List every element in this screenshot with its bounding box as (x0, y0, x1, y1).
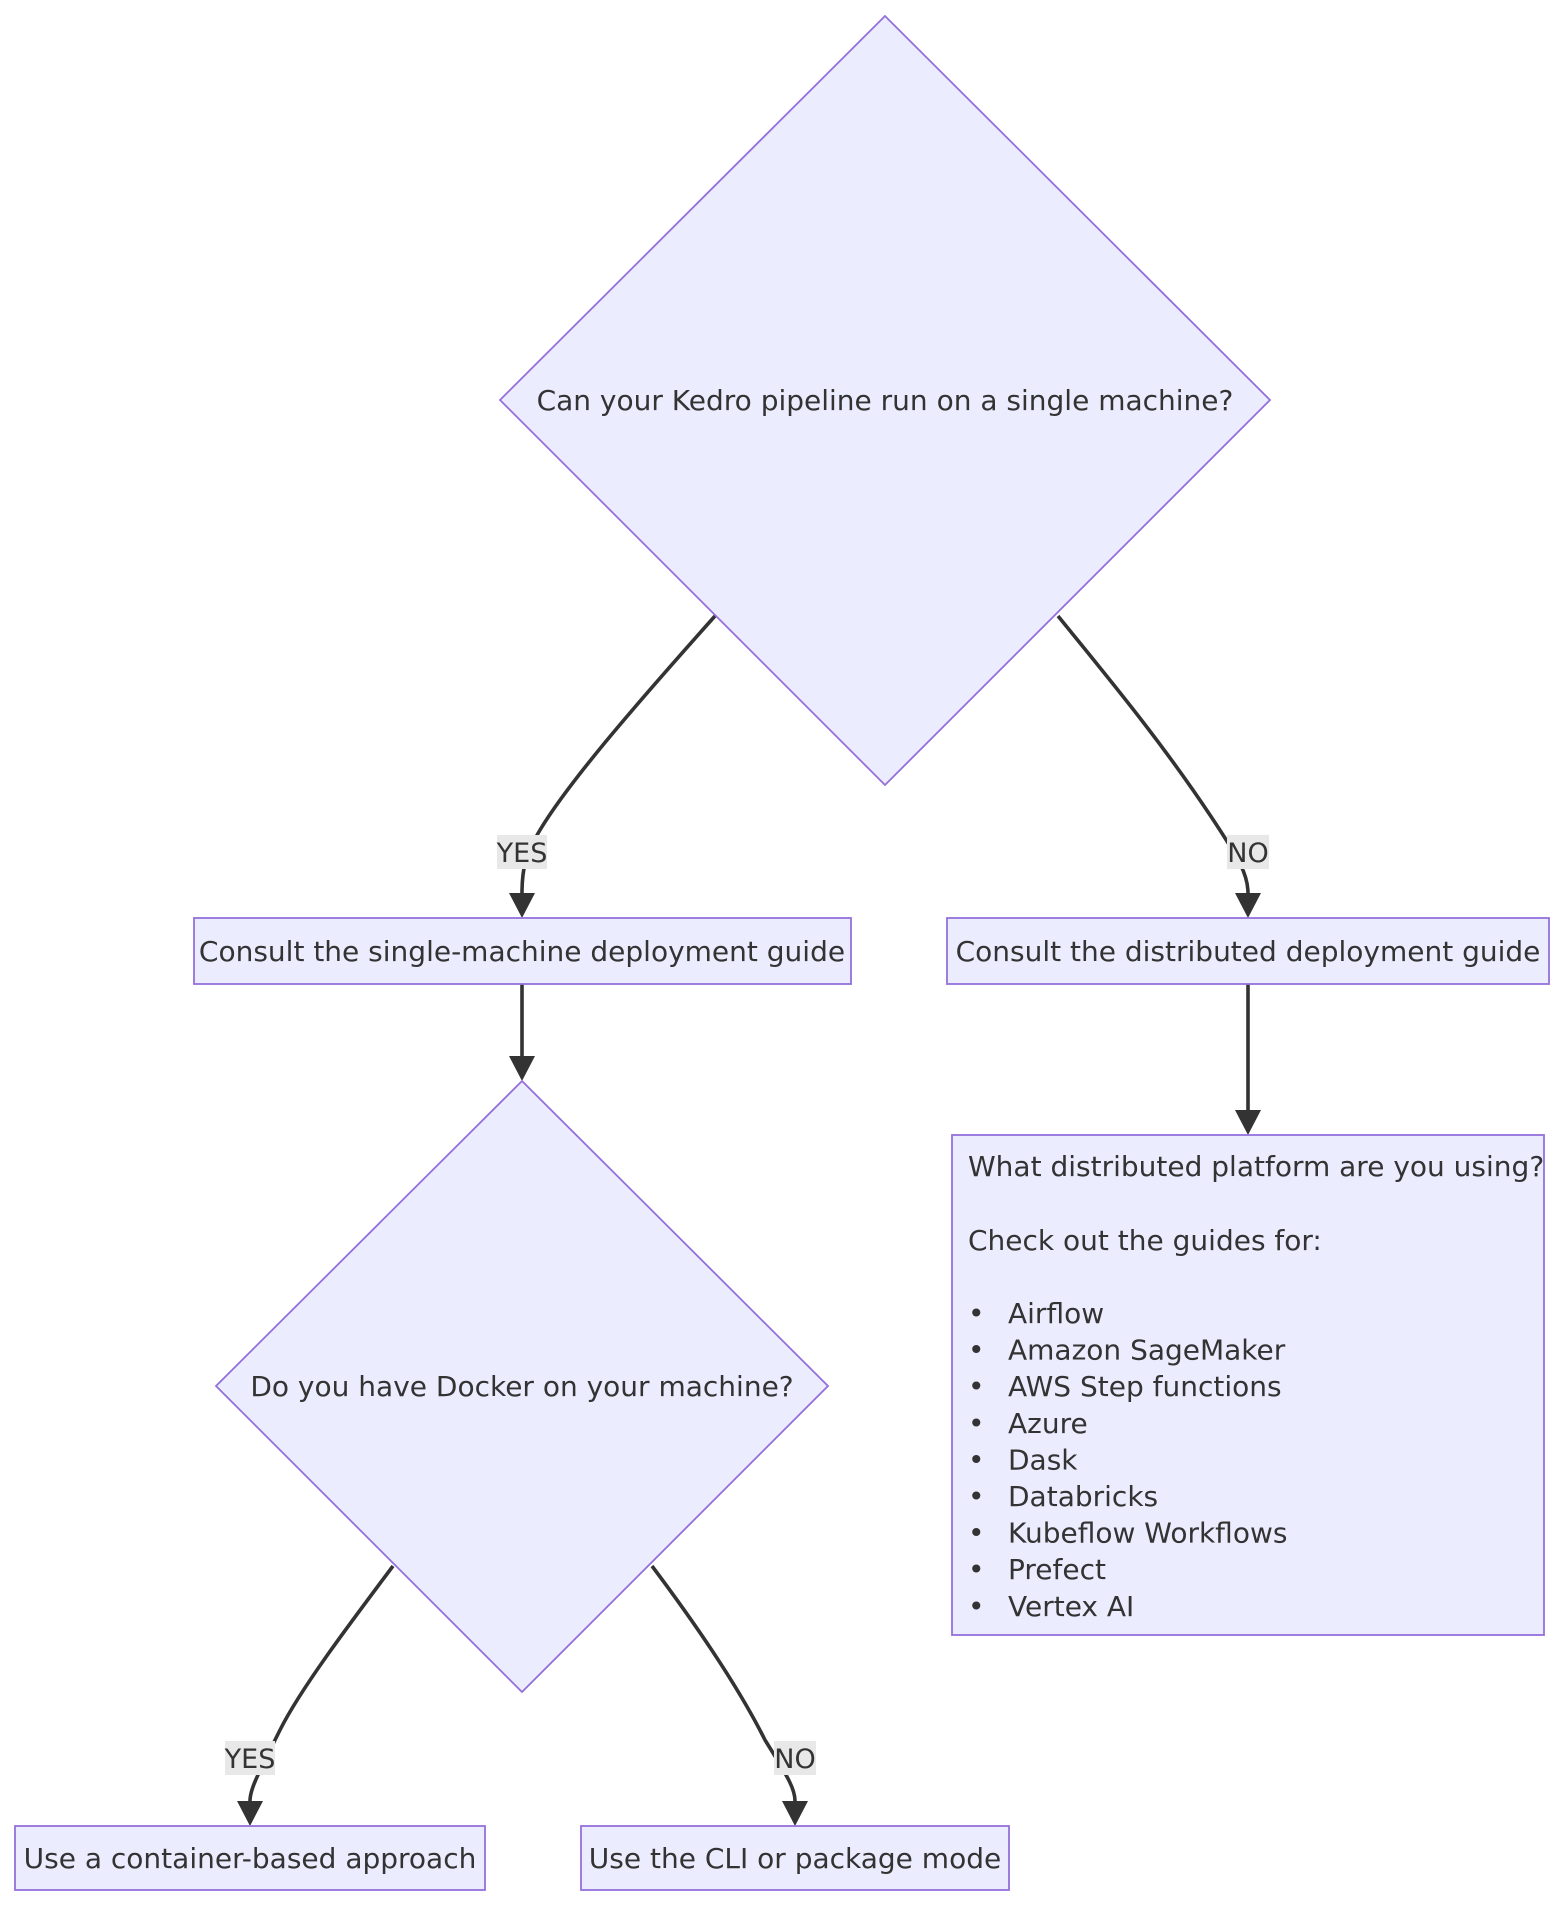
decision-single-machine (498, 14, 1272, 787)
platform-bullet: • (968, 1407, 985, 1440)
platform-item: Azure (1008, 1407, 1088, 1440)
node-single-machine-guide-text: Consult the single-machine deployment gu… (199, 935, 845, 968)
platform-item: Kubeflow Workflows (1008, 1517, 1287, 1550)
node-cli-package-mode-text: Use the CLI or package mode (589, 1842, 1001, 1875)
edge-label-bg-single-no (1227, 835, 1269, 869)
platform-item: Airflow (1008, 1297, 1104, 1330)
platform-item: Prefect (1008, 1553, 1106, 1586)
decision-docker-text: Do you have Docker on your machine? (250, 1370, 793, 1403)
arrowhead-guide-to-docker (509, 1056, 535, 1081)
node-container-approach-text: Use a container-based approach (24, 1842, 477, 1875)
node-platforms-box (951, 1134, 1545, 1636)
platform-bullet: • (968, 1370, 985, 1403)
platform-bullet: • (968, 1443, 985, 1476)
platform-bullet: • (968, 1517, 985, 1550)
decision-docker (214, 1079, 830, 1694)
platform-bullet: • (968, 1334, 985, 1367)
edge-label-single-yes: YES (496, 838, 548, 869)
platforms-question: What distributed platform are you using? (968, 1150, 1544, 1183)
platform-item: Dask (1008, 1443, 1078, 1476)
arrowhead-single-no (1235, 893, 1261, 918)
platform-bullet: • (968, 1297, 985, 1330)
edge-docker-no (650, 1564, 797, 1802)
node-cli-package-mode (580, 1825, 1010, 1891)
edge-label-bg-docker-yes (225, 1741, 275, 1775)
edge-single-no (1056, 614, 1250, 894)
node-single-machine-guide (193, 917, 852, 985)
node-distributed-guide (946, 917, 1550, 985)
platform-item: Vertex AI (1008, 1590, 1134, 1623)
node-container-approach (14, 1825, 486, 1891)
decision-single-machine-text: Can your Kedro pipeline run on a single … (537, 384, 1234, 417)
edge-single-yes (520, 614, 717, 894)
platform-item: Amazon SageMaker (1008, 1334, 1286, 1367)
edge-label-docker-no: NO (774, 1744, 815, 1775)
arrowhead-single-yes (509, 893, 535, 918)
edge-docker-yes (248, 1564, 395, 1802)
edge-label-single-no: NO (1227, 838, 1268, 869)
arrowhead-docker-yes (237, 1801, 263, 1826)
platform-bullet: • (968, 1480, 985, 1513)
platforms-intro: Check out the guides for: (968, 1224, 1322, 1257)
edge-label-bg-single-yes (497, 835, 547, 869)
arrowhead-distributed-to-platforms (1235, 1110, 1261, 1135)
platform-bullet: • (968, 1590, 985, 1623)
node-distributed-guide-text: Consult the distributed deployment guide (956, 935, 1541, 968)
edge-label-docker-yes: YES (224, 1744, 276, 1775)
platform-item: AWS Step functions (1008, 1370, 1282, 1403)
edge-label-bg-docker-no (774, 1741, 816, 1775)
platform-item: Databricks (1008, 1480, 1158, 1513)
platform-list: • Airflow • Amazon SageMaker • AWS Step funct… (968, 1297, 1287, 1623)
platform-bullet: • (968, 1553, 985, 1586)
arrowhead-docker-no (782, 1801, 808, 1826)
